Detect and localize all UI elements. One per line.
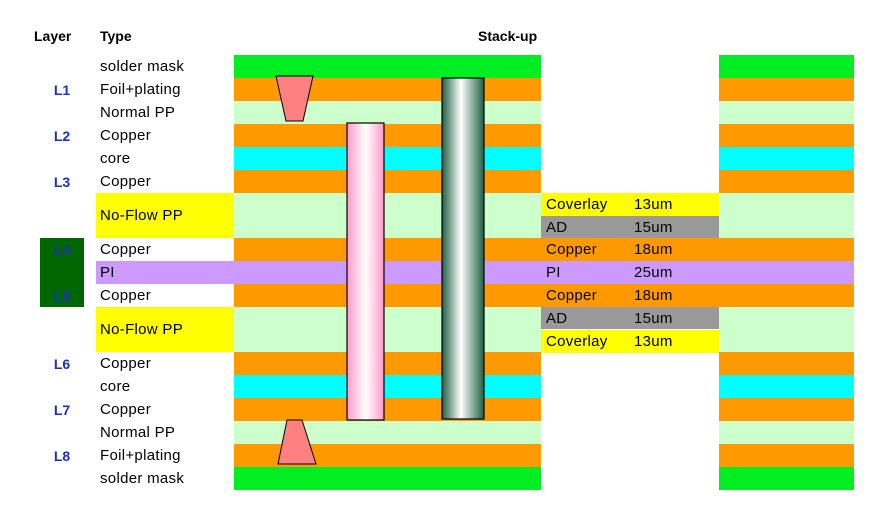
layer-number-label: L7 [53, 401, 71, 418]
layer-type-label: Copper [100, 127, 151, 144]
layer-type-label: Normal PP [100, 104, 176, 121]
type-header: Type [100, 28, 132, 44]
flex-layer-thickness: 15um [634, 218, 673, 236]
stack-band-left [234, 55, 541, 78]
stack-band-right [719, 101, 854, 124]
flex-layer-highlight [40, 261, 84, 284]
stack-band-right [719, 398, 854, 421]
flex-layer-label: Coverlay [546, 196, 608, 213]
stack-band-right [719, 261, 854, 284]
flex-band [541, 193, 719, 216]
stack-band-right [719, 421, 854, 444]
stack-band-right [719, 284, 854, 307]
layer-number-label: L6 [53, 355, 71, 372]
stack-band-right [719, 55, 854, 78]
plated-through-hole [441, 77, 485, 420]
flex-band [541, 330, 719, 353]
layer-type-label: No-Flow PP [96, 307, 234, 352]
flex-layer-thickness: 13um [634, 196, 673, 213]
flex-layer-label: Coverlay [546, 333, 608, 350]
layer-type-label: Copper [100, 401, 151, 418]
layer-number-label: L5 [40, 284, 84, 307]
layer-type-label: Foil+plating [100, 447, 181, 464]
stackup-header: Stack-up [478, 28, 538, 44]
stack-band-right [719, 375, 854, 398]
layer-type-label: PI [96, 261, 234, 284]
stack-band-right [719, 352, 854, 375]
stack-band-right [719, 193, 854, 238]
flex-band [541, 216, 719, 238]
stack-band-right [719, 444, 854, 467]
layer-number-label: L8 [53, 447, 71, 464]
layer-type-label: Copper [100, 241, 151, 258]
stack-band-right [719, 124, 854, 147]
layer-type-label: Copper [100, 173, 151, 190]
layer-type-label: core [100, 378, 131, 395]
flex-layer-label: AD [546, 218, 568, 236]
stack-band-left [234, 467, 541, 490]
stack-band-left [234, 193, 541, 238]
flex-layer-label: Copper [546, 287, 597, 304]
flex-band [541, 307, 719, 329]
layer-type-label: solder mask [100, 58, 185, 75]
layer-header: Layer [34, 28, 72, 44]
flex-layer-thickness: 13um [634, 333, 673, 350]
flex-layer-label: Copper [546, 241, 597, 258]
stack-band-right [719, 307, 854, 352]
stack-band-right [719, 78, 854, 101]
layer-type-label: Foil+plating [100, 81, 181, 98]
layer-type-label: No-Flow PP [96, 193, 234, 238]
layer-number-label: L4 [40, 238, 84, 261]
layer-type-label: Copper [100, 355, 151, 372]
top-laser-via [275, 75, 314, 122]
layer-number-label: L3 [53, 173, 71, 190]
stack-band-flex [541, 261, 719, 284]
stack-band-flex [541, 238, 719, 261]
flex-layer-thickness: 25um [634, 264, 673, 281]
flex-layer-thickness: 15um [634, 309, 673, 327]
flex-layer-thickness: 18um [634, 241, 673, 258]
layer-type-label: core [100, 150, 131, 167]
layer-type-label: solder mask [100, 470, 185, 487]
buried-via [346, 122, 385, 421]
stack-band-left [234, 307, 541, 352]
stack-band-left [234, 421, 541, 444]
stack-band-right [719, 238, 854, 261]
bottom-laser-via [277, 419, 317, 465]
flex-layer-label: PI [546, 264, 561, 281]
stack-band-flex [541, 284, 719, 307]
stack-band-right [719, 147, 854, 170]
layer-number-label: L2 [53, 127, 71, 144]
flex-layer-label: AD [546, 309, 568, 327]
layer-type-label: Normal PP [100, 424, 176, 441]
layer-number-label: L1 [53, 81, 71, 98]
flex-layer-thickness: 18um [634, 287, 673, 304]
stack-band-right [719, 467, 854, 490]
stack-band-right [719, 170, 854, 193]
layer-type-label: Copper [100, 287, 151, 304]
